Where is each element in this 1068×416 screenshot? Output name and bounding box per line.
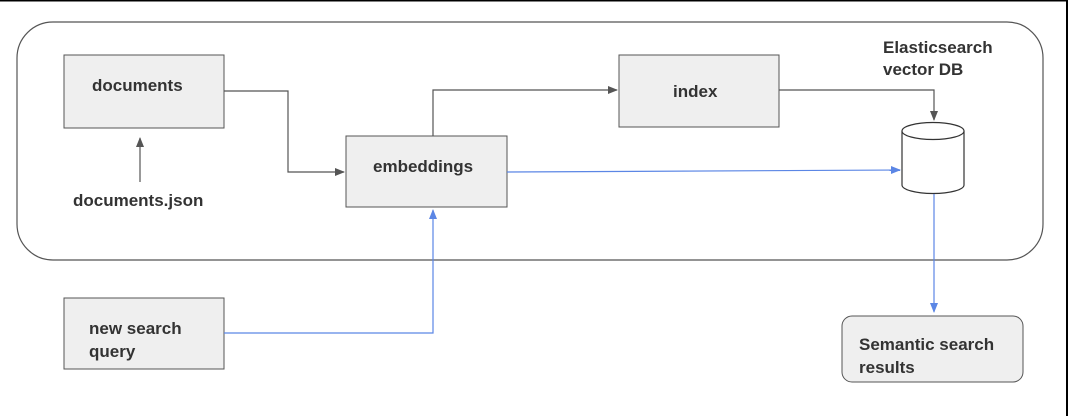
vector-db-label: Elasticsearch vector DB bbox=[883, 38, 993, 79]
embeddings-label: embeddings bbox=[373, 157, 473, 176]
arrow-embeddings-to-vector-db bbox=[506, 166, 901, 175]
arrow-index-to-vector-db bbox=[779, 89, 938, 121]
query-label-line2: query bbox=[89, 342, 136, 361]
documents-json-label: documents.json bbox=[73, 191, 203, 210]
arrow-documents-to-embeddings bbox=[224, 90, 345, 176]
documents-box bbox=[63, 54, 225, 129]
database-cylinder-icon bbox=[901, 121, 965, 195]
results-label-line2: results bbox=[859, 358, 915, 377]
documents-label: documents bbox=[92, 76, 183, 95]
vector-db-label-line1: Elasticsearch bbox=[883, 38, 993, 57]
documents-node: documents bbox=[63, 54, 225, 129]
pipeline-container bbox=[16, 21, 1044, 261]
index-label: index bbox=[673, 82, 718, 101]
query-label-line1: new search bbox=[89, 319, 182, 338]
results-label-line1: Semantic search bbox=[859, 335, 994, 354]
query-node: new search query bbox=[63, 297, 225, 370]
index-box bbox=[618, 54, 780, 128]
embeddings-node: embeddings bbox=[345, 135, 508, 208]
vector-db-label-line2: vector DB bbox=[883, 60, 963, 79]
results-box bbox=[841, 315, 1024, 383]
index-node: index bbox=[618, 54, 780, 128]
query-box bbox=[63, 297, 225, 370]
arrow-embeddings-to-index bbox=[432, 86, 618, 136]
results-node: Semantic search results bbox=[841, 315, 1024, 383]
arrow-query-to-embeddings bbox=[224, 209, 437, 334]
